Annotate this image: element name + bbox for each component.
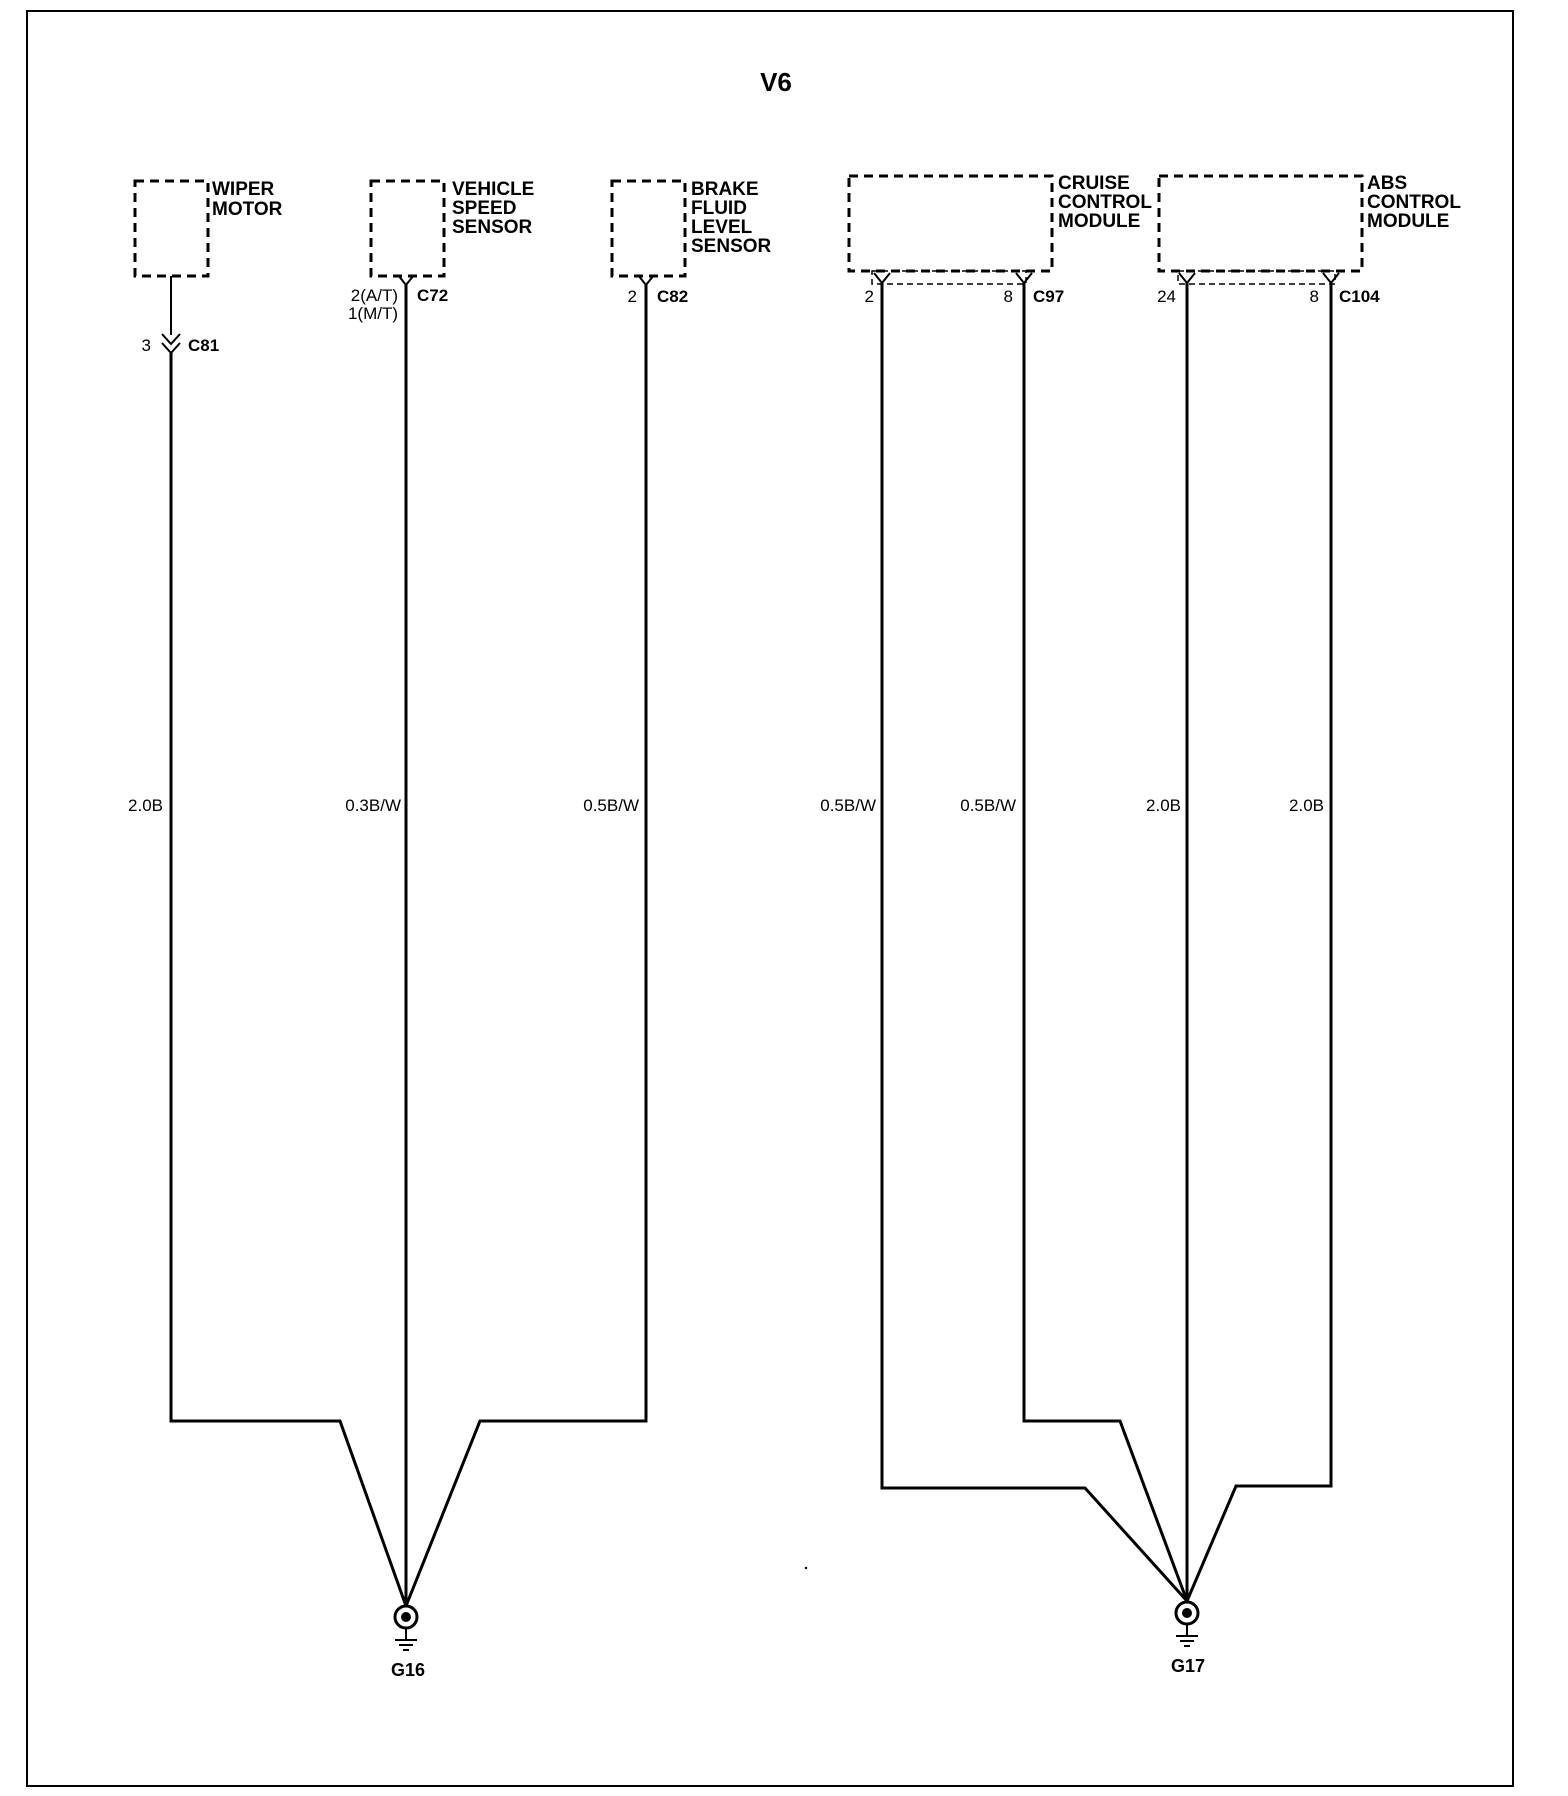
g17-label: G17 <box>1171 1656 1205 1676</box>
wire-wiper <box>169 353 408 1607</box>
brake-fluid-level-sensor: BRAKE FLUID LEVEL SENSOR <box>610 179 772 278</box>
g16-label: G16 <box>391 1660 425 1680</box>
wire-ccm-pin8 <box>1022 283 1189 1602</box>
c97-fork-right-icon <box>1015 272 1033 285</box>
speck <box>804 1566 808 1570</box>
wire-label-abs-24: 2.0B <box>1146 796 1181 815</box>
c82-fork-icon <box>637 274 655 287</box>
wire-label-ccm-2: 0.5B/W <box>820 796 876 815</box>
ccm-label-3: MODULE <box>1058 211 1140 232</box>
c104-connector-outline <box>1177 270 1336 285</box>
bfls-label-4: SENSOR <box>691 236 772 257</box>
wire-label-wiper: 2.0B <box>128 796 163 815</box>
c82-name: C82 <box>657 287 688 306</box>
vss-label-2: SPEED <box>452 198 516 219</box>
connector-c82: 2 C82 <box>628 274 688 306</box>
abs-box <box>1157 174 1364 273</box>
bfls-label-3: LEVEL <box>691 217 753 238</box>
wire-label-brake: 0.5B/W <box>583 796 639 815</box>
c81-chevron-icon <box>161 333 181 355</box>
wiper-motor-label-1: WIPER <box>212 179 275 200</box>
abs-label-2: CONTROL <box>1367 192 1461 213</box>
connector-c72: 2(A/T) 1(M/T) C72 <box>348 274 448 323</box>
diagram-title: V6 <box>760 67 792 97</box>
c72-pin-1: 2(A/T) <box>351 286 398 305</box>
bfls-label-2: FLUID <box>691 198 747 219</box>
c104-name: C104 <box>1339 287 1380 306</box>
vss-label-1: VEHICLE <box>452 179 534 200</box>
wire-abs-pin8 <box>1185 283 1333 1602</box>
abs-control-module: ABS CONTROL MODULE <box>1157 173 1461 285</box>
c97-pin-left: 2 <box>865 287 874 306</box>
c97-connector-outline <box>871 270 1027 285</box>
vss-box <box>369 179 446 278</box>
wire-label-vss: 0.3B/W <box>345 796 401 815</box>
connector-c97: 2 8 C97 <box>865 272 1064 306</box>
c81-pin: 3 <box>142 336 151 355</box>
bfls-label-1: BRAKE <box>691 179 759 200</box>
c97-name: C97 <box>1033 287 1064 306</box>
c97-fork-left-icon <box>873 272 891 285</box>
abs-label-1: ABS <box>1367 173 1407 194</box>
bfls-box <box>610 179 687 278</box>
connector-c81: 3 C81 <box>142 333 219 355</box>
ccm-label-2: CONTROL <box>1058 192 1152 213</box>
wiper-motor: WIPER MOTOR <box>133 179 283 278</box>
c104-pin-left: 24 <box>1157 287 1176 306</box>
vss-label-3: SENSOR <box>452 217 533 238</box>
wiper-motor-box <box>133 179 210 278</box>
ccm-box <box>847 174 1054 273</box>
ground-g16: G16 <box>391 1604 425 1680</box>
abs-label-3: MODULE <box>1367 211 1449 232</box>
c72-name: C72 <box>417 286 448 305</box>
ground-g17: G17 <box>1171 1600 1205 1676</box>
c72-pin-2: 1(M/T) <box>348 304 398 323</box>
wire-label-abs-8: 2.0B <box>1289 796 1324 815</box>
c81-name: C81 <box>188 336 219 355</box>
wire-label-ccm-8: 0.5B/W <box>960 796 1016 815</box>
c104-fork-left-icon <box>1178 272 1196 285</box>
page-frame <box>26 10 1514 1787</box>
c82-pin: 2 <box>628 287 637 306</box>
wire-ccm-pin2 <box>880 283 1189 1603</box>
c72-fork-icon <box>397 274 415 287</box>
connector-c104: 24 8 C104 <box>1157 272 1380 306</box>
ccm-label-1: CRUISE <box>1058 173 1130 194</box>
cruise-control-module: CRUISE CONTROL MODULE <box>847 173 1152 285</box>
wires-g16 <box>169 276 648 1607</box>
wire-brake <box>404 285 648 1607</box>
wire-labels: 2.0B 0.3B/W 0.5B/W 0.5B/W 0.5B/W 2.0B 2.… <box>128 796 1324 815</box>
c104-pin-right: 8 <box>1310 287 1319 306</box>
g17-eyelet-center <box>1182 1608 1192 1618</box>
wires-g17 <box>880 283 1333 1603</box>
g16-eyelet-center <box>401 1612 411 1622</box>
wiper-motor-label-2: MOTOR <box>212 199 283 220</box>
c97-pin-right: 8 <box>1004 287 1013 306</box>
vehicle-speed-sensor: VEHICLE SPEED SENSOR <box>369 179 534 278</box>
c104-fork-right-icon <box>1322 272 1340 285</box>
